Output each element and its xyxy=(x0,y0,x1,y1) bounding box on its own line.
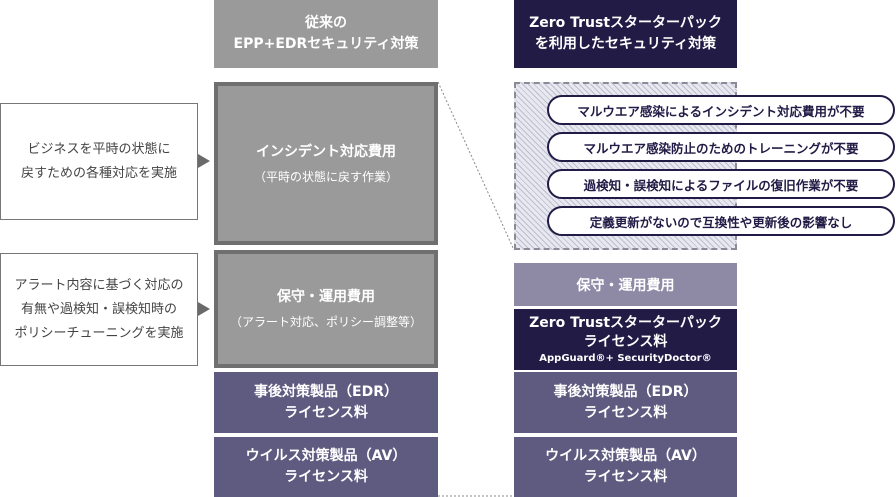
left-header-line1: 従来の xyxy=(305,15,347,31)
side-note-maintenance-line2: 有無や過検知・誤検知時の xyxy=(20,301,177,317)
benefit-pill-4: 定義更新がないので互換性や更新後の影響なし xyxy=(547,206,895,236)
right-header-line2: を利用したセキュリティ対策 xyxy=(534,36,717,52)
edr-license-left-line1: 事後対策製品（EDR） xyxy=(254,383,398,400)
maintenance-cost-block-left: 保守・運用費用 （アラート対応、ポリシー調整等） xyxy=(214,250,438,368)
av-license-block-left: ウイルス対策製品（AV） ライセンス料 xyxy=(214,437,438,497)
edr-license-block-left: 事後対策製品（EDR） ライセンス料 xyxy=(214,372,438,433)
av-license-right-line2: ライセンス料 xyxy=(583,469,668,485)
benefit-pill-2: マルウエア感染防止のためのトレーニングが不要 xyxy=(547,132,895,162)
av-license-left-line2: ライセンス料 xyxy=(284,469,368,485)
side-note-maintenance: アラート内容に基づく対応の 有無や過検知・誤検知時の ポリシーチューニングを実施 xyxy=(0,253,198,366)
edr-license-right-line1: 事後対策製品（EDR） xyxy=(553,383,698,400)
arrow-right-icon xyxy=(198,154,210,168)
left-header-line2: EPP+EDRセキュリティ対策 xyxy=(233,36,419,52)
zero-trust-license-block: Zero Trustスターターパック ライセンス料 AppGuard®+ Sec… xyxy=(514,309,737,370)
edr-license-left-line2: ライセンス料 xyxy=(284,404,368,421)
benefit-pill-3: 過検知・誤検知によるファイルの復旧作業が不要 xyxy=(547,169,895,199)
right-column-header: Zero Trustスターターパック を利用したセキュリティ対策 xyxy=(514,0,737,68)
incident-cost-subtitle: （平時の状態に戻す作業） xyxy=(253,169,398,184)
incident-cost-block: インシデント対応費用 （平時の状態に戻す作業） xyxy=(214,82,438,245)
zt-license-products: AppGuard®+ SecurityDoctor® xyxy=(539,353,712,364)
incident-cost-title: インシデント対応費用 xyxy=(256,143,396,160)
maintenance-cost-block-right: 保守・運用費用 xyxy=(514,263,737,306)
edr-license-right-line2: ライセンス料 xyxy=(583,404,668,421)
side-note-incident: ビジネスを平時の状態に 戻すための各種対応を実施 xyxy=(0,103,198,220)
right-header-line1: Zero Trustスターターパック xyxy=(529,15,722,31)
connector-line-top xyxy=(437,81,515,251)
maintenance-cost-subtitle: （アラート対応、ポリシー調整等） xyxy=(229,315,422,329)
side-note-incident-line1: ビジネスを平時の状態に xyxy=(27,141,171,157)
benefit-pill-1: マルウエア感染によるインシデント対応費用が不要 xyxy=(547,95,895,125)
zt-license-line2: ライセンス料 xyxy=(583,334,668,350)
zt-license-line1: Zero Trustスターターパック xyxy=(529,315,722,331)
av-license-right-line1: ウイルス対策製品（AV） xyxy=(545,448,706,464)
left-column-header: 従来の EPP+EDRセキュリティ対策 xyxy=(214,0,438,68)
side-note-incident-line2: 戻すための各種対応を実施 xyxy=(20,165,177,181)
av-license-left-line1: ウイルス対策製品（AV） xyxy=(245,448,407,464)
edr-license-block-right: 事後対策製品（EDR） ライセンス料 xyxy=(514,372,737,433)
side-note-maintenance-line3: ポリシーチューニングを実施 xyxy=(14,325,184,341)
av-license-block-right: ウイルス対策製品（AV） ライセンス料 xyxy=(514,437,737,497)
arrow-right-icon xyxy=(198,302,210,316)
side-note-maintenance-line1: アラート内容に基づく対応の xyxy=(14,277,184,293)
maintenance-cost-title: 保守・運用費用 xyxy=(277,289,375,305)
